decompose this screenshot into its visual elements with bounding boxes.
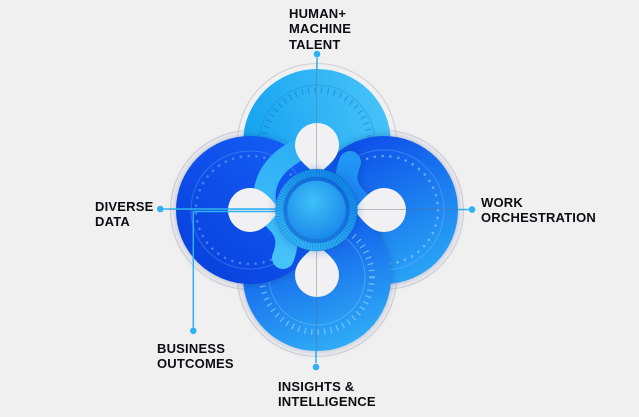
label-business-outcomes: BUSINESS OUTCOMES [157, 341, 234, 372]
tick-ring [259, 219, 375, 335]
label-human-machine-talent: HUMAN+ MACHINE TALENT [289, 6, 352, 52]
connector-dot-top [313, 50, 321, 58]
hub-inset-ring [283, 176, 350, 244]
connector-elbow-business-outcomes [192, 210, 299, 328]
center-hub [273, 168, 360, 254]
connector-dot-bottom [312, 363, 320, 371]
swirl-tail-left [253, 142, 304, 269]
petal-bottom-teardrop [295, 245, 339, 297]
connector-dot-right [468, 206, 476, 213]
petal-right-teardrop [354, 188, 406, 232]
connector-dot-business-outcomes [190, 327, 197, 335]
teardrop-cutouts [228, 123, 406, 297]
hub-core [286, 180, 347, 240]
dot-ring [328, 154, 440, 266]
label-insights-intelligence: INSIGHTS & INTELLIGENCE [278, 379, 376, 410]
connector-dot-left [157, 205, 164, 213]
hub-knurl-texture [276, 169, 357, 251]
label-diverse-data: DIVERSE DATA [95, 199, 154, 230]
petal-top-teardrop [295, 123, 339, 175]
connectors [157, 50, 476, 371]
label-work-orchestration: WORK ORCHESTRATION [481, 195, 597, 226]
petal-left-teardrop [228, 188, 280, 232]
